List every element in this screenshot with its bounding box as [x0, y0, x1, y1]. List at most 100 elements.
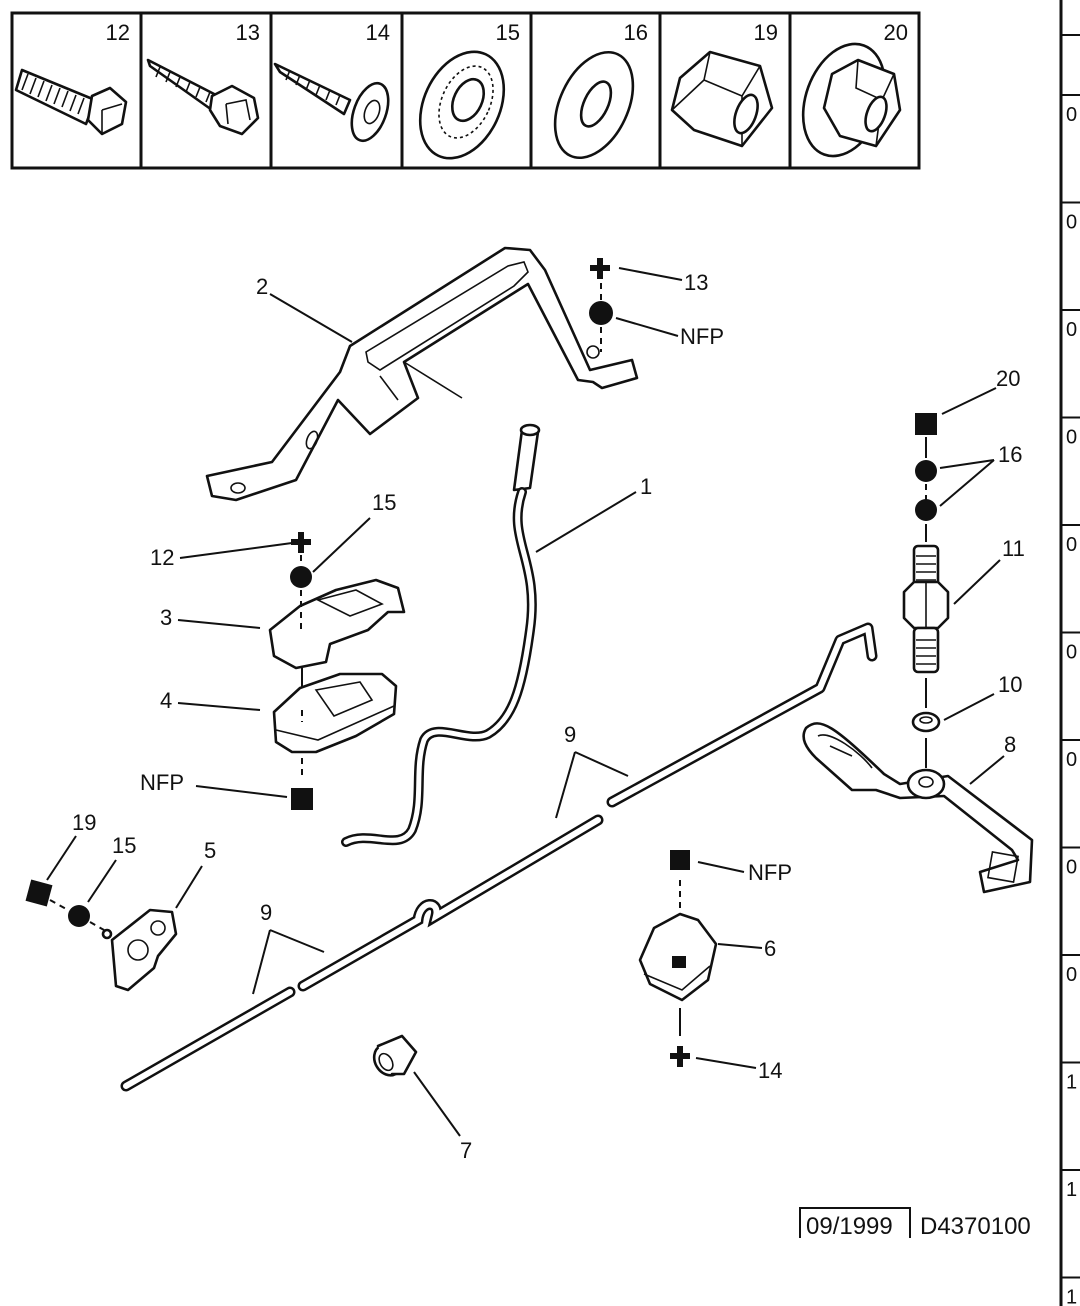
- legend-number-13: 13: [236, 20, 260, 45]
- part-3-cam[interactable]: [268, 578, 406, 670]
- legend-cell-19: 19: [670, 20, 778, 148]
- hex-bolt-icon: [14, 68, 128, 136]
- filled-circle-icon: [290, 566, 312, 588]
- legend-frame: [10, 11, 921, 170]
- side-table-cell: 1: [1066, 1179, 1077, 1201]
- legend-cell-15: 15: [418, 20, 520, 160]
- footer-reference: D4370100: [920, 1213, 1031, 1240]
- callout-label-12: 12: [150, 545, 174, 570]
- legend-number-12: 12: [106, 20, 130, 45]
- fastener-legend: 12 13 14: [10, 11, 921, 170]
- plus-symbol-icon: [291, 532, 311, 553]
- hex-nut-icon: [670, 50, 774, 148]
- callout-10: 10: [943, 672, 1022, 721]
- legend-cell-16: 16: [553, 20, 648, 160]
- callout-label-16: 16: [998, 442, 1022, 467]
- callout-9-upper: 9: [555, 722, 629, 819]
- callout-1: 1: [535, 474, 652, 553]
- part-2-bracket[interactable]: [205, 246, 639, 502]
- callout-label-nfp-left: NFP: [140, 770, 184, 795]
- side-table-rows: 0 0 0 0 0 0 0 0 0 1 1 1: [1061, 94, 1080, 1306]
- callout-4: 4: [160, 688, 261, 713]
- callout-label-2: 2: [256, 274, 268, 299]
- filled-circle-icon: [68, 905, 90, 927]
- callout-label-8: 8: [1004, 732, 1016, 757]
- side-table-cell: 0: [1066, 319, 1077, 341]
- filled-circle-icon: [915, 499, 937, 521]
- part-5-clip[interactable]: [101, 908, 178, 992]
- callout-label-nfp-top: NFP: [680, 324, 724, 349]
- part-7-grommet[interactable]: [369, 1034, 418, 1080]
- flange-nut-icon: [801, 42, 902, 158]
- callout-3: 3: [160, 605, 261, 630]
- side-table-cell: 0: [1066, 212, 1077, 234]
- fastener-stack-13: 13 NFP: [589, 258, 724, 352]
- legend-number-14: 14: [366, 20, 390, 45]
- callout-label-20: 20: [996, 366, 1020, 391]
- part-4-plate[interactable]: [272, 672, 398, 754]
- side-table: 0 0 0 0 0 0 0 0 0 1 1 1: [1059, 0, 1080, 1306]
- side-table-cell: 0: [1066, 104, 1077, 126]
- legend-number-15: 15: [496, 20, 520, 45]
- filled-circle-icon: [589, 301, 613, 325]
- callout-6: 6: [717, 936, 776, 961]
- part-10-washer[interactable]: [911, 711, 941, 733]
- side-table-cell: 1: [1066, 1287, 1077, 1306]
- footer: 09/1999 D4370100: [799, 1207, 1031, 1240]
- side-table-cell: 0: [1066, 534, 1077, 556]
- callout-label-14: 14: [758, 1058, 782, 1083]
- callout-label-7: 7: [460, 1138, 472, 1163]
- square-nut-icon: [672, 956, 686, 968]
- callout-label-13: 13: [684, 270, 708, 295]
- legend-number-20: 20: [884, 20, 908, 45]
- side-table-cell: 0: [1066, 964, 1077, 986]
- part-11-stud[interactable]: [902, 544, 950, 674]
- legend-number-19: 19: [754, 20, 778, 45]
- plus-symbol-icon: [670, 1046, 690, 1067]
- fastener-stack-19-15: 19 15 5: [25, 810, 216, 931]
- fastener-stack-nfp-left: NFP: [140, 758, 313, 810]
- legend-cell-20: 20: [801, 20, 908, 158]
- legend-cell-14: 14: [273, 20, 390, 143]
- callout-label-19: 19: [72, 810, 96, 835]
- side-table-cell: 0: [1066, 749, 1077, 771]
- callout-label-6: 6: [764, 936, 776, 961]
- callout-label-3: 3: [160, 605, 172, 630]
- filled-square-icon: [915, 413, 937, 435]
- filled-square-icon: [291, 788, 313, 810]
- part-1-cable[interactable]: [341, 423, 541, 847]
- fastener-stack-12-15: 12 15: [150, 490, 396, 588]
- side-table-cell: 1: [1066, 1072, 1077, 1094]
- part-9-rod[interactable]: [120, 622, 878, 1092]
- callout-label-1: 1: [640, 474, 652, 499]
- callout-label-11: 11: [1002, 536, 1025, 561]
- callout-9-lower: 9: [252, 900, 325, 995]
- part-8-lever[interactable]: [802, 722, 1034, 894]
- part-6-nut-plate[interactable]: [638, 912, 718, 1002]
- flange-screw-icon: [146, 58, 260, 136]
- callout-label-nfp-bottom: NFP: [748, 860, 792, 885]
- callout-label-9b: 9: [260, 900, 272, 925]
- callout-8: 8: [969, 732, 1016, 785]
- fastener-stack-right: 20 16: [915, 366, 1022, 542]
- callout-2: 2: [256, 274, 353, 343]
- callout-label-9a: 9: [564, 722, 576, 747]
- legend-cell-12: 12: [14, 20, 130, 136]
- legend-cell-13: 13: [146, 20, 260, 136]
- callout-label-4: 4: [160, 688, 172, 713]
- callout-label-5: 5: [204, 838, 216, 863]
- side-table-cell: 0: [1066, 427, 1077, 449]
- callout-11: 11: [953, 536, 1025, 605]
- side-table-cell: 0: [1066, 642, 1077, 664]
- side-table-cell: 0: [1066, 857, 1077, 879]
- serrated-washer-icon: [418, 50, 506, 160]
- plus-symbol-icon: [590, 258, 610, 279]
- filled-square-icon: [670, 850, 690, 870]
- callout-label-10: 10: [998, 672, 1022, 697]
- washer-screw-icon: [273, 62, 390, 143]
- footer-date: 09/1999: [806, 1213, 893, 1240]
- callout-7: 7: [413, 1071, 472, 1163]
- callout-label-15a: 15: [372, 490, 396, 515]
- flat-washer-icon: [553, 50, 635, 160]
